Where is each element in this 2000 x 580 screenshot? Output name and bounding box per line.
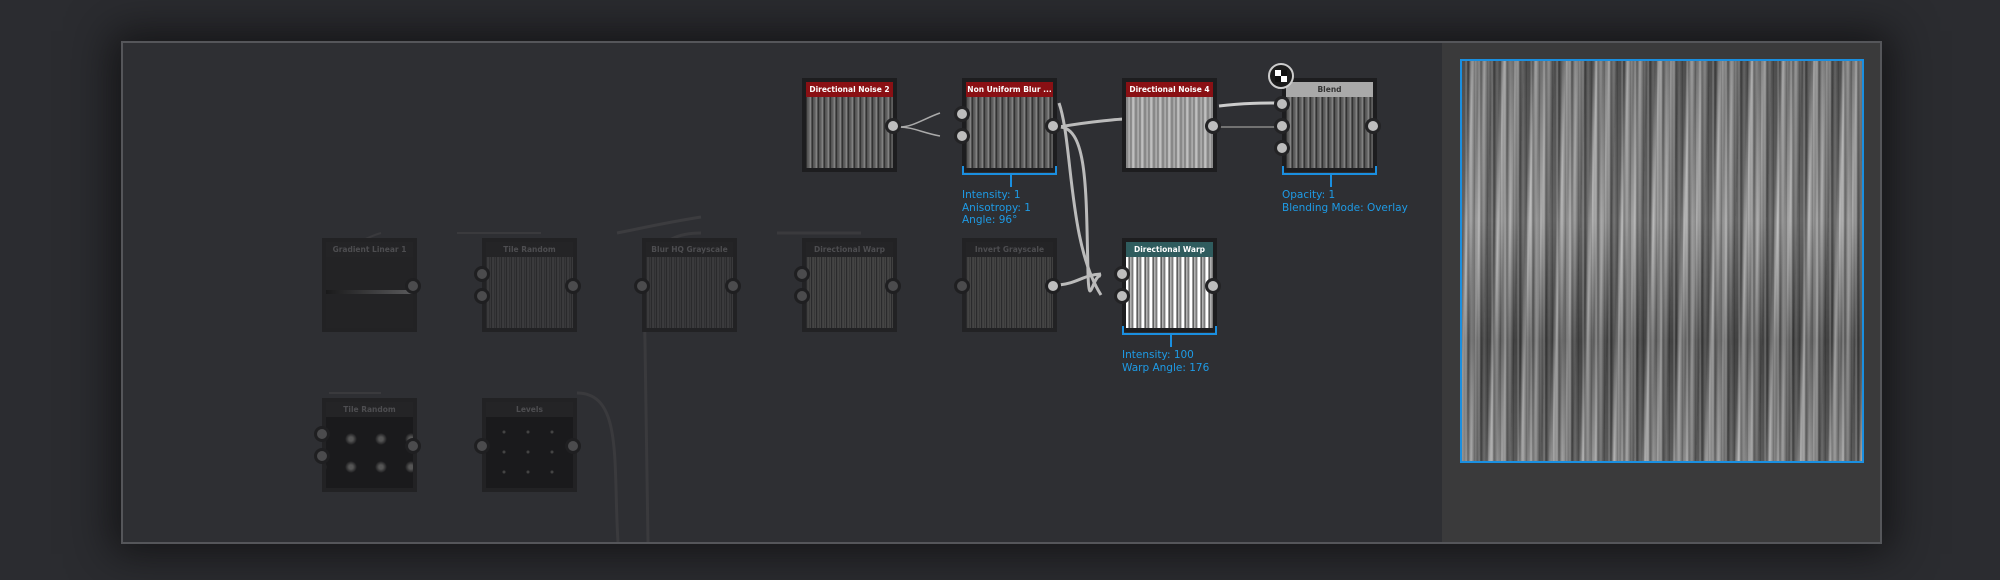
input-port[interactable] xyxy=(954,278,970,294)
input-port[interactable] xyxy=(314,426,330,442)
input-port[interactable] xyxy=(314,448,330,464)
node-title: Directional Warp xyxy=(806,242,893,257)
app-window: Directional Noise 2 Non Uniform Blur ...… xyxy=(121,41,1882,544)
wires xyxy=(328,101,1285,542)
input-port-mask[interactable] xyxy=(1274,140,1290,156)
node-directional-noise-2[interactable]: Directional Noise 2 xyxy=(802,78,901,172)
output-port[interactable] xyxy=(1365,118,1381,134)
wire xyxy=(1058,117,1126,129)
output-port[interactable] xyxy=(1045,278,1061,294)
node-thumbnail xyxy=(966,97,1053,168)
node-thumbnail xyxy=(646,257,733,328)
input-port[interactable] xyxy=(1114,266,1130,282)
node-thumbnail xyxy=(966,257,1053,328)
node-non-uniform-blur[interactable]: Non Uniform Blur ... xyxy=(954,78,1061,172)
node-tile-random[interactable]: Tile Random xyxy=(474,238,581,332)
node-invert-grayscale[interactable]: Invert Grayscale xyxy=(954,238,1061,332)
node-thumbnail xyxy=(1126,257,1213,328)
input-port[interactable] xyxy=(1114,288,1130,304)
node-thumbnail xyxy=(1126,97,1213,168)
param-anisotropy: Anisotropy: 1 xyxy=(962,201,1031,214)
param-intensity: Intensity: 1 xyxy=(962,189,1021,201)
node-title: Invert Grayscale xyxy=(966,242,1053,257)
param-warp-angle: Warp Angle: 176 xyxy=(1122,361,1210,374)
node-thumbnail xyxy=(486,417,573,488)
node-title: Levels xyxy=(486,402,573,417)
node-graph-canvas[interactable]: Directional Noise 2 Non Uniform Blur ...… xyxy=(123,43,1442,542)
node-levels[interactable]: Levels xyxy=(474,398,581,492)
param-bracket xyxy=(962,166,1057,187)
node-title: Tile Random xyxy=(486,242,573,257)
param-opacity: Opacity: 1 xyxy=(1282,189,1336,201)
input-port[interactable] xyxy=(794,266,810,282)
output-port[interactable] xyxy=(405,438,421,454)
node-title: Tile Random xyxy=(326,402,413,417)
input-port-foreground[interactable] xyxy=(1274,96,1290,112)
2d-view-panel xyxy=(1442,43,1880,542)
node-params: Intensity: 1 Anisotropy: 1 Angle: 96° xyxy=(962,189,1031,227)
node-directional-warp-1[interactable]: Directional Warp xyxy=(794,238,901,332)
node-thumbnail xyxy=(326,257,413,328)
node-params: Intensity: 100 Warp Angle: 176 xyxy=(1122,349,1209,374)
wire xyxy=(1057,102,1103,296)
node-title: Directional Noise 2 xyxy=(806,82,893,97)
node-title: Gradient Linear 1 xyxy=(326,242,413,257)
node-tile-random-2[interactable]: Tile Random xyxy=(314,398,421,492)
input-port-background[interactable] xyxy=(1274,118,1290,134)
output-port[interactable] xyxy=(565,438,581,454)
node-title: Blend xyxy=(1286,82,1373,97)
node-blur-hq-grayscale[interactable]: Blur HQ Grayscale xyxy=(634,238,741,332)
node-params: Opacity: 1 Blending Mode: Overlay xyxy=(1282,189,1408,214)
wire xyxy=(1058,272,1102,287)
output-port[interactable] xyxy=(1205,278,1221,294)
output-port[interactable] xyxy=(1045,118,1061,134)
node-thumbnail xyxy=(1286,97,1373,168)
output-port[interactable] xyxy=(885,118,901,134)
input-port[interactable] xyxy=(954,106,970,122)
node-directional-warp-2[interactable]: Directional Warp xyxy=(1114,238,1221,332)
param-bracket xyxy=(1282,166,1377,187)
output-port[interactable] xyxy=(885,278,901,294)
wire xyxy=(1058,125,1102,293)
node-title: Directional Warp xyxy=(1126,242,1213,257)
node-gradient-linear-1[interactable]: Gradient Linear 1 xyxy=(322,238,421,332)
wire xyxy=(616,215,702,235)
node-directional-noise-4[interactable]: Directional Noise 4 xyxy=(1122,78,1221,172)
wire xyxy=(576,391,620,542)
input-port[interactable] xyxy=(954,128,970,144)
output-port[interactable] xyxy=(565,278,581,294)
input-port[interactable] xyxy=(474,266,490,282)
output-port[interactable] xyxy=(405,278,421,294)
node-blend[interactable]: Blend xyxy=(1274,78,1381,172)
param-intensity: Intensity: 100 xyxy=(1122,349,1194,361)
param-blending-mode: Blending Mode: Overlay xyxy=(1282,201,1408,214)
param-bracket xyxy=(1122,326,1217,347)
texture-preview[interactable] xyxy=(1460,59,1864,463)
node-title: Non Uniform Blur ... xyxy=(966,82,1053,97)
node-thumbnail xyxy=(806,97,893,168)
node-title: Blur HQ Grayscale xyxy=(646,242,733,257)
param-angle: Angle: 96° xyxy=(962,214,1018,226)
checker-icon[interactable] xyxy=(1268,63,1294,89)
output-port[interactable] xyxy=(1205,118,1221,134)
node-thumbnail xyxy=(326,417,413,488)
input-port[interactable] xyxy=(794,288,810,304)
wire xyxy=(898,112,941,128)
node-title: Directional Noise 4 xyxy=(1126,82,1213,97)
node-thumbnail xyxy=(806,257,893,328)
input-port[interactable] xyxy=(634,278,650,294)
wire xyxy=(898,126,941,137)
input-port[interactable] xyxy=(474,288,490,304)
input-port[interactable] xyxy=(474,438,490,454)
output-port[interactable] xyxy=(725,278,741,294)
node-thumbnail xyxy=(486,257,573,328)
